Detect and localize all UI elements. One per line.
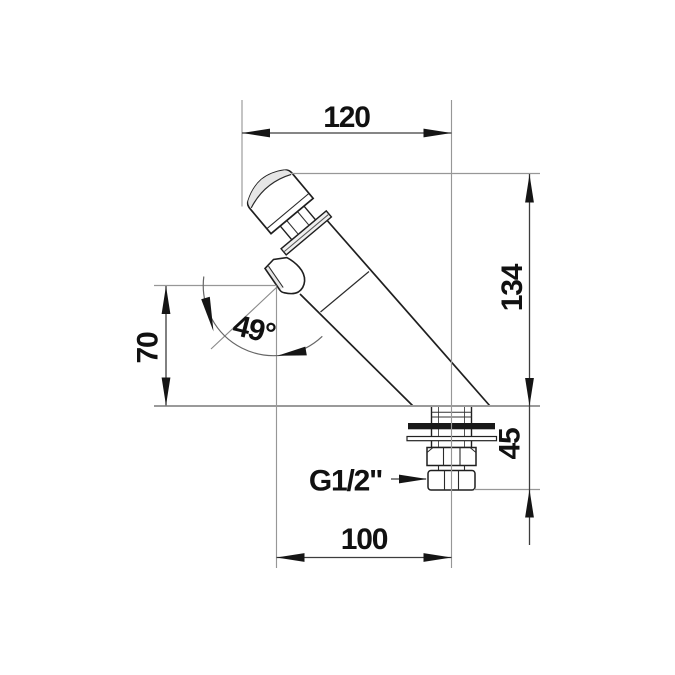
arrow-70-top bbox=[161, 286, 171, 314]
spout-outline bbox=[263, 256, 306, 295]
faucet-head-group bbox=[246, 169, 333, 256]
angle-annotation bbox=[201, 276, 323, 357]
arrow-134-bottom bbox=[525, 378, 534, 406]
arrow-thread-leader bbox=[399, 474, 427, 484]
dim-label-134: 134 bbox=[496, 263, 529, 311]
arrow-120-left bbox=[242, 128, 270, 138]
arrow-100-left bbox=[276, 553, 305, 562]
arrow-134-top bbox=[525, 174, 534, 203]
faucet-stem-rib-right bbox=[297, 211, 310, 226]
faucet-body-left-edge bbox=[299, 293, 414, 407]
dimension-arrows bbox=[161, 128, 534, 562]
angle-arrow-lower bbox=[277, 346, 307, 356]
faucet-stem-rib-left bbox=[286, 220, 299, 235]
dim-label-70: 70 bbox=[132, 332, 165, 363]
faucet-cap-face-band bbox=[248, 170, 292, 208]
arrow-45-bottom bbox=[525, 489, 534, 518]
faucet-body-fill bbox=[290, 220, 490, 406]
faucet-cap-rim-line bbox=[266, 192, 310, 230]
arrow-100-right bbox=[423, 553, 452, 562]
angle-arrow-upper bbox=[201, 296, 214, 332]
dim-label-100: 100 bbox=[341, 523, 388, 556]
dim-label-120: 120 bbox=[323, 101, 370, 134]
spout-face-inner-line bbox=[268, 265, 284, 288]
faucet-cap-face-line bbox=[250, 173, 292, 209]
spout-face-band bbox=[265, 266, 284, 290]
faucet-body-right-edge bbox=[326, 219, 491, 407]
faucet-collar-detail-line bbox=[283, 213, 330, 253]
axis-extension-line bbox=[210, 286, 278, 350]
thread-label-g12: G1/2" bbox=[309, 465, 382, 498]
arrow-70-bottom bbox=[161, 377, 171, 406]
dim-label-45: 45 bbox=[494, 428, 527, 459]
lock-nut-chamfers bbox=[426, 447, 477, 453]
faucet-figure bbox=[246, 169, 491, 407]
faucet-body-seam-line bbox=[320, 271, 370, 313]
arrow-120-right bbox=[423, 128, 452, 138]
